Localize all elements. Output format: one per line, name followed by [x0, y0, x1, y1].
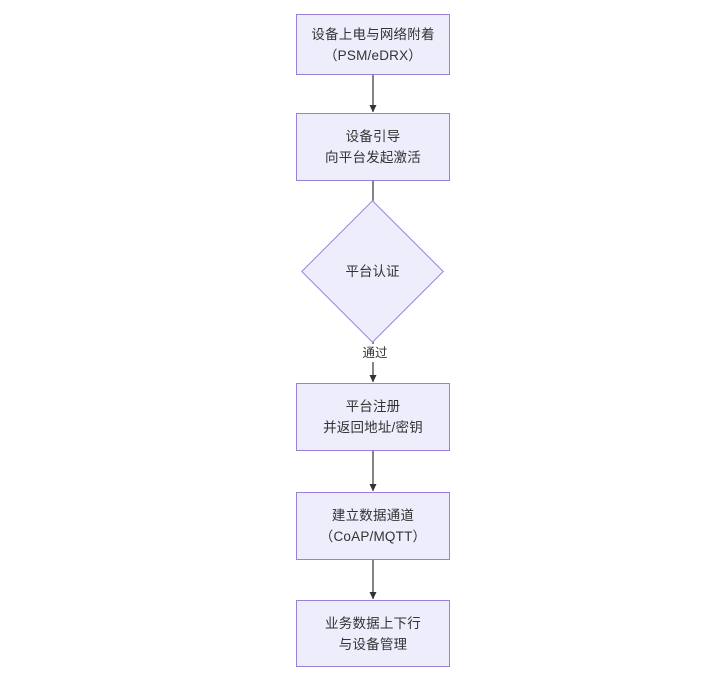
node-data-channel-label: 建立数据通道 （CoAP/MQTT） — [319, 508, 427, 544]
node-data-channel[interactable]: 建立数据通道 （CoAP/MQTT） — [296, 492, 450, 560]
node-service-data-label: 业务数据上下行 与设备管理 — [325, 615, 421, 652]
node-register[interactable]: 平台注册 并返回地址/密钥 — [296, 383, 450, 451]
node-register-label: 平台注册 并返回地址/密钥 — [323, 399, 423, 435]
node-platform-auth[interactable]: 平台认证 — [301, 200, 444, 343]
node-bootstrap-label: 设备引导 向平台发起激活 — [325, 129, 421, 165]
node-bootstrap[interactable]: 设备引导 向平台发起激活 — [296, 113, 450, 181]
node-power-on[interactable]: 设备上电与网络附着 （PSM/eDRX） — [296, 14, 450, 75]
edge-label-pass: 通过 — [356, 344, 394, 362]
node-platform-auth-label: 平台认证 — [345, 263, 400, 279]
node-service-data[interactable]: 业务数据上下行 与设备管理 — [296, 600, 450, 667]
node-power-on-label: 设备上电与网络附着 （PSM/eDRX） — [311, 26, 435, 63]
